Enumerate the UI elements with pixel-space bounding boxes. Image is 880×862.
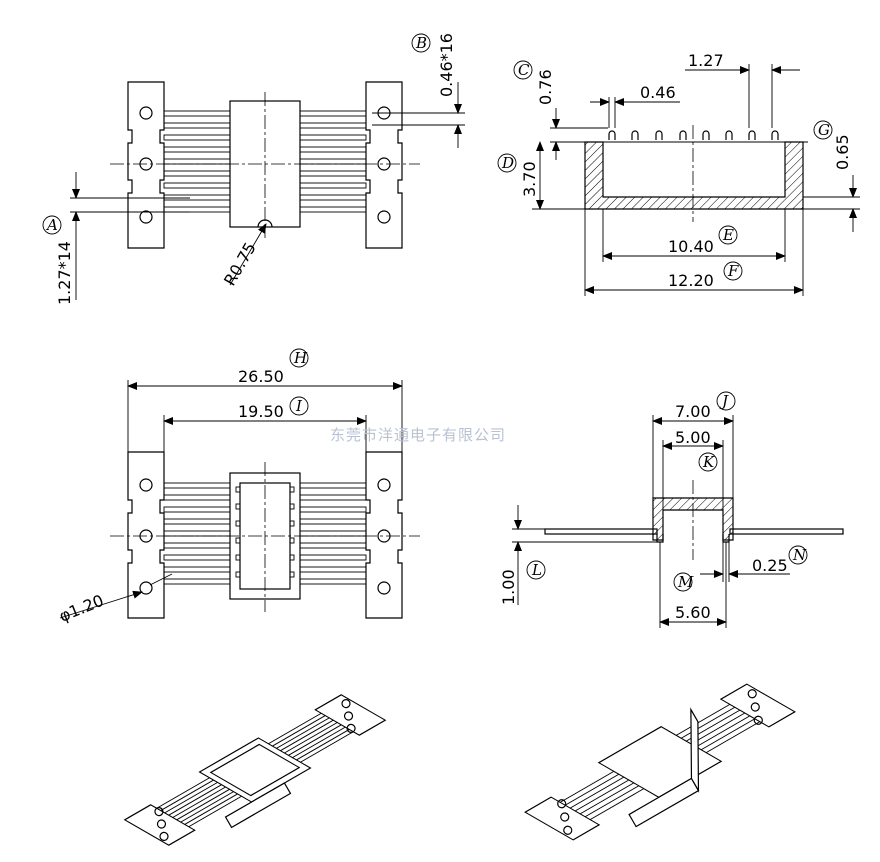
dim-g-text: 0.65 (833, 134, 852, 170)
section-view: 0.76 C 0.46 1.27 3.70 D 0.65 G 10.40 (497, 51, 860, 296)
dim-pitch-top-text: 1.27 (688, 51, 724, 70)
letter-b: B (415, 34, 427, 52)
side-view: 7.00 J 5.00 K 1.00 L 5.60 M 0.25 N (499, 391, 844, 628)
dim-hole-text: φ1.20 (56, 591, 106, 626)
dim-a-text: 1.27*14 (55, 241, 74, 305)
top-view: 1.27*14 A 0.46*16 B R0.75 (42, 33, 465, 305)
letter-i: I (295, 397, 303, 415)
letter-k: K (702, 453, 715, 471)
letter-h: H (293, 349, 308, 367)
iso-view-open (123, 694, 387, 846)
bottom-view: 26.50 H 19.50 I φ1.20 (56, 348, 420, 626)
iso-view-closed (524, 683, 796, 841)
dim-m-text: 5.60 (675, 603, 711, 622)
dim-j-text: 7.00 (675, 402, 711, 421)
letter-l: L (531, 561, 542, 579)
letter-d: D (501, 154, 514, 172)
letter-n: N (792, 546, 807, 564)
company-watermark: 东莞市洋通电子有限公司 (330, 426, 506, 444)
dim-k-text: 5.00 (675, 428, 711, 447)
dim-c-text: 0.76 (536, 69, 555, 105)
letter-e: E (722, 226, 734, 244)
dim-b-text: 0.46*16 (437, 33, 456, 97)
letter-m: M (677, 573, 694, 591)
letter-j: J (719, 392, 729, 410)
dim-l-text: 1.00 (499, 569, 518, 605)
dim-h-text: 26.50 (238, 367, 284, 386)
letter-a: A (45, 216, 58, 234)
dim-e-text: 10.40 (668, 237, 714, 256)
dim-pin-gap-text: 0.46 (640, 83, 676, 102)
dim-d-text: 3.70 (520, 161, 539, 197)
dim-f-text: 12.20 (668, 271, 714, 290)
dim-radius-text: R0.75 (220, 239, 260, 289)
dim-i-text: 19.50 (238, 402, 284, 421)
letter-c: C (518, 61, 530, 79)
dim-n-text: 0.25 (752, 556, 788, 575)
letter-g: G (818, 121, 830, 139)
letter-f: F (727, 262, 739, 280)
